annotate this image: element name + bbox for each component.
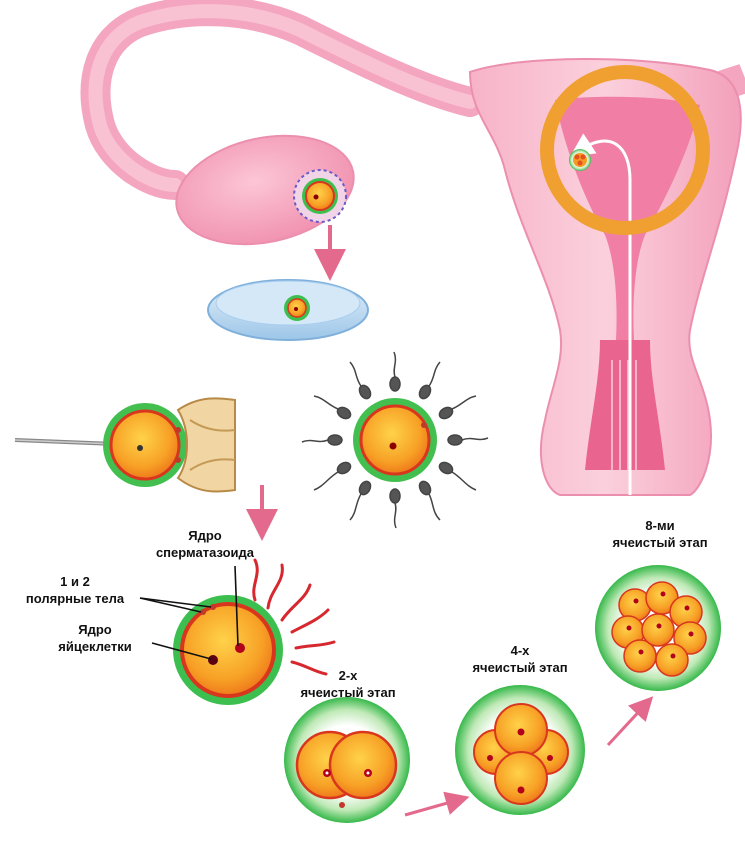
ovulated-egg — [293, 169, 347, 223]
label-line: 8-ми — [645, 518, 675, 533]
label-line: 2-х — [338, 668, 358, 683]
egg-with-sperm — [301, 351, 489, 529]
label-line: Ядро — [188, 528, 222, 543]
uterus — [80, 0, 745, 496]
label-line: ячеистый этап — [472, 660, 568, 675]
label-sperm-nucleus: Ядро сперматазоида — [130, 527, 280, 561]
sperm-cells — [301, 351, 489, 529]
label-two-cell-stage: 2-х ячеистый этап — [283, 667, 413, 701]
ovary — [175, 134, 355, 246]
label-line: яйцеклетки — [58, 639, 132, 654]
label-egg-nucleus: Ядро яйцеклетки — [40, 621, 150, 655]
label-line: сперматазоида — [155, 545, 255, 560]
label-line: ячеистый этап — [300, 685, 396, 700]
icsi-injection — [14, 397, 236, 493]
label-line: 4-х — [510, 643, 530, 658]
label-line: Ядро — [78, 622, 112, 637]
two-cell-embryo — [284, 697, 410, 823]
label-eight-cell-stage: 8-ми ячеистый этап — [590, 517, 730, 551]
label-polar-bodies: 1 и 2 полярные тела — [10, 573, 140, 607]
four-cell-embryo — [455, 685, 585, 815]
label-line: полярные тела — [25, 591, 125, 606]
zygote — [139, 558, 336, 705]
label-four-cell-stage: 4-х ячеистый этап — [450, 642, 590, 676]
label-line: 1 и 2 — [60, 574, 90, 589]
eight-cell-embryo — [595, 565, 721, 691]
label-line: ячеистый этап — [612, 535, 708, 550]
petri-dish — [207, 279, 369, 341]
